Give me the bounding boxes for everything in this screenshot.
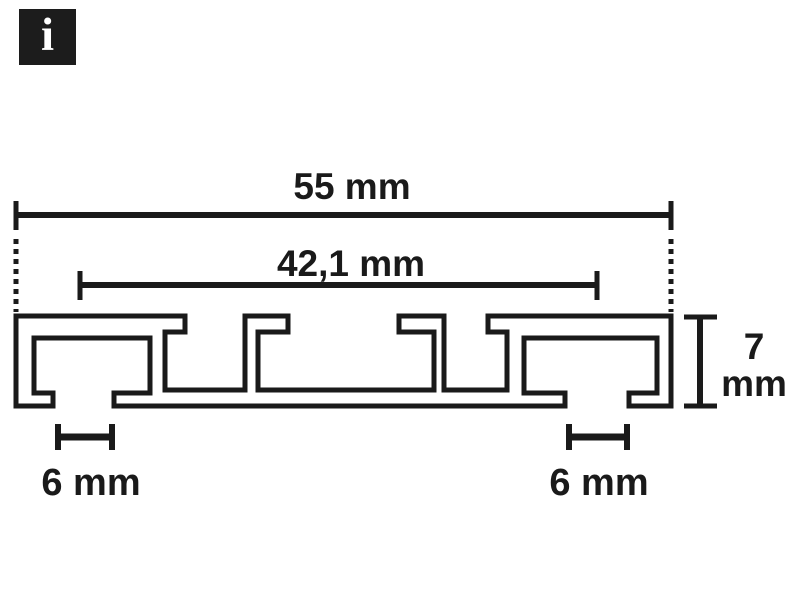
dim-profile-height: 7 mm [684, 314, 787, 409]
dim-left-slot-label: 6 mm [41, 462, 140, 504]
dim-right-slot: 6 mm [549, 424, 649, 504]
dim-profile-height-value: 7 [744, 326, 765, 367]
dim-overall-width-label: 55 mm [293, 166, 410, 207]
rail-profile-cross-section [13, 313, 674, 409]
dim-right-slot-label: 6 mm [549, 462, 648, 504]
info-badge: i [19, 9, 76, 65]
dim-overall-width: 55 mm [13, 166, 674, 312]
dim-track-spacing-label: 42,1 mm [277, 243, 425, 284]
dim-profile-height-unit: mm [721, 363, 787, 404]
dim-left-slot: 6 mm [41, 424, 141, 504]
dim-track-spacing: 42,1 mm [77, 243, 600, 300]
info-icon: i [40, 8, 55, 61]
